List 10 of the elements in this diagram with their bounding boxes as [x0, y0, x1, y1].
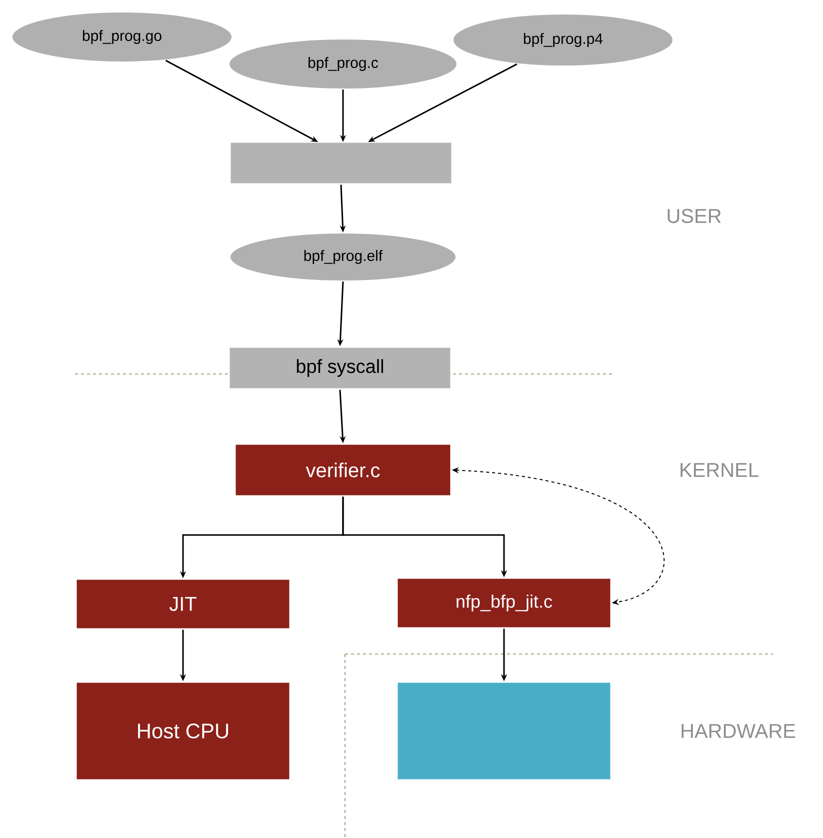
process-box: JIT: [75, 578, 291, 630]
process-box: Host CPU: [75, 681, 291, 781]
layer-label: KERNEL: [680, 463, 758, 477]
process-box: nfp_bfp_jit.c: [396, 577, 612, 629]
process-box: [229, 141, 453, 185]
process-box: bpf syscall: [228, 346, 452, 390]
layer-label: USER: [668, 208, 721, 224]
process-box: [396, 681, 612, 781]
layer-label: HARDWARE: [682, 724, 796, 738]
process-box: verifier.c: [234, 443, 452, 497]
